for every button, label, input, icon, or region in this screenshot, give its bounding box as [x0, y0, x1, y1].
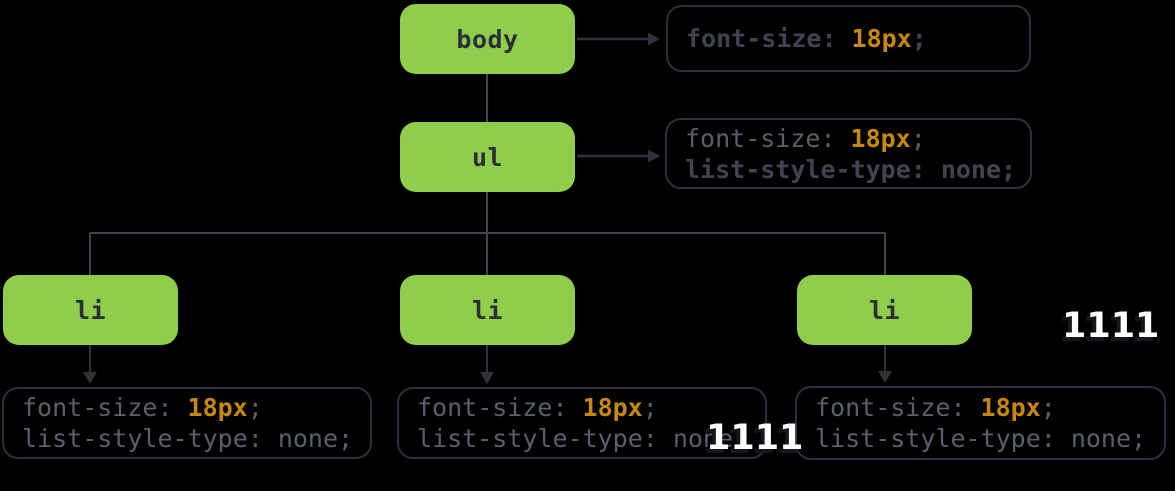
- property-value: 18px: [980, 393, 1041, 422]
- property-name: font-size:: [22, 393, 173, 422]
- semicolon: ;: [910, 123, 926, 153]
- node-li-3: li: [797, 275, 972, 345]
- property-value: none: [1070, 424, 1132, 453]
- arrow-body-to-rules: [577, 32, 660, 46]
- rules-li-1: font-size: 18px; list-style-type: none;: [2, 387, 372, 459]
- semicolon: ;: [1001, 154, 1017, 184]
- arrow-ul-to-rules: [577, 149, 660, 163]
- property-value: none: [277, 424, 339, 453]
- node-li-2: li: [400, 275, 575, 345]
- property-value: 18px: [187, 393, 248, 422]
- node-li-1: li: [3, 275, 178, 345]
- semicolon: ;: [1131, 424, 1147, 453]
- rules-li-1-line-list-style: list-style-type: none;: [22, 423, 370, 454]
- node-li-1-label: li: [74, 295, 107, 325]
- node-li-2-label: li: [471, 295, 504, 325]
- property-name: font-size:: [815, 393, 966, 422]
- node-ul-label: ul: [471, 142, 504, 172]
- rules-body: font-size: 18px;: [666, 5, 1031, 72]
- semicolon: ;: [911, 24, 927, 53]
- semicolon: ;: [642, 393, 658, 422]
- arrow-li3-to-rules: [878, 345, 892, 383]
- semicolon: ;: [1040, 393, 1056, 422]
- rules-li-2: font-size: 18px; list-style-type: none;: [397, 387, 767, 459]
- semicolon: ;: [247, 393, 263, 422]
- rules-body-line-font-size: font-size: 18px;: [686, 23, 1029, 54]
- rules-li-2-line-list-style: list-style-type: none;: [417, 423, 765, 454]
- property-name: font-size:: [685, 123, 836, 153]
- edge-ul-branch: [89, 192, 886, 275]
- rules-ul: font-size: 18px; list-style-type: none;: [665, 118, 1032, 189]
- property-value: none: [940, 154, 1002, 184]
- property-value: 18px: [582, 393, 643, 422]
- node-ul: ul: [400, 122, 575, 192]
- property-name: font-size:: [686, 24, 837, 53]
- property-value: none: [672, 424, 734, 453]
- rules-li-1-line-font-size: font-size: 18px;: [22, 392, 370, 423]
- property-name: list-style-type:: [815, 424, 1056, 453]
- property-name: list-style-type:: [417, 424, 658, 453]
- property-name: list-style-type:: [22, 424, 263, 453]
- property-name: list-style-type:: [685, 154, 926, 184]
- property-value: 18px: [850, 123, 911, 153]
- overlay-count-right: 1111: [1062, 306, 1160, 346]
- rules-li-3-line-font-size: font-size: 18px;: [815, 392, 1164, 423]
- node-li-3-label: li: [868, 295, 901, 325]
- overlay-count-middle: 1111: [706, 418, 804, 458]
- arrow-li2-to-rules: [480, 345, 494, 384]
- rules-ul-line-font-size: font-size: 18px;: [685, 123, 1030, 154]
- rules-ul-line-list-style: list-style-type: none;: [685, 154, 1030, 185]
- rules-li-2-line-font-size: font-size: 18px;: [417, 392, 765, 423]
- arrow-li1-to-rules: [83, 345, 97, 384]
- property-value: 18px: [851, 24, 912, 53]
- node-body-label: body: [456, 24, 519, 54]
- semicolon: ;: [733, 424, 749, 453]
- property-name: font-size:: [417, 393, 568, 422]
- rules-li-3-line-list-style: list-style-type: none;: [815, 423, 1164, 454]
- semicolon: ;: [338, 424, 354, 453]
- rules-li-3: font-size: 18px; list-style-type: none;: [795, 386, 1166, 460]
- node-body: body: [400, 4, 575, 74]
